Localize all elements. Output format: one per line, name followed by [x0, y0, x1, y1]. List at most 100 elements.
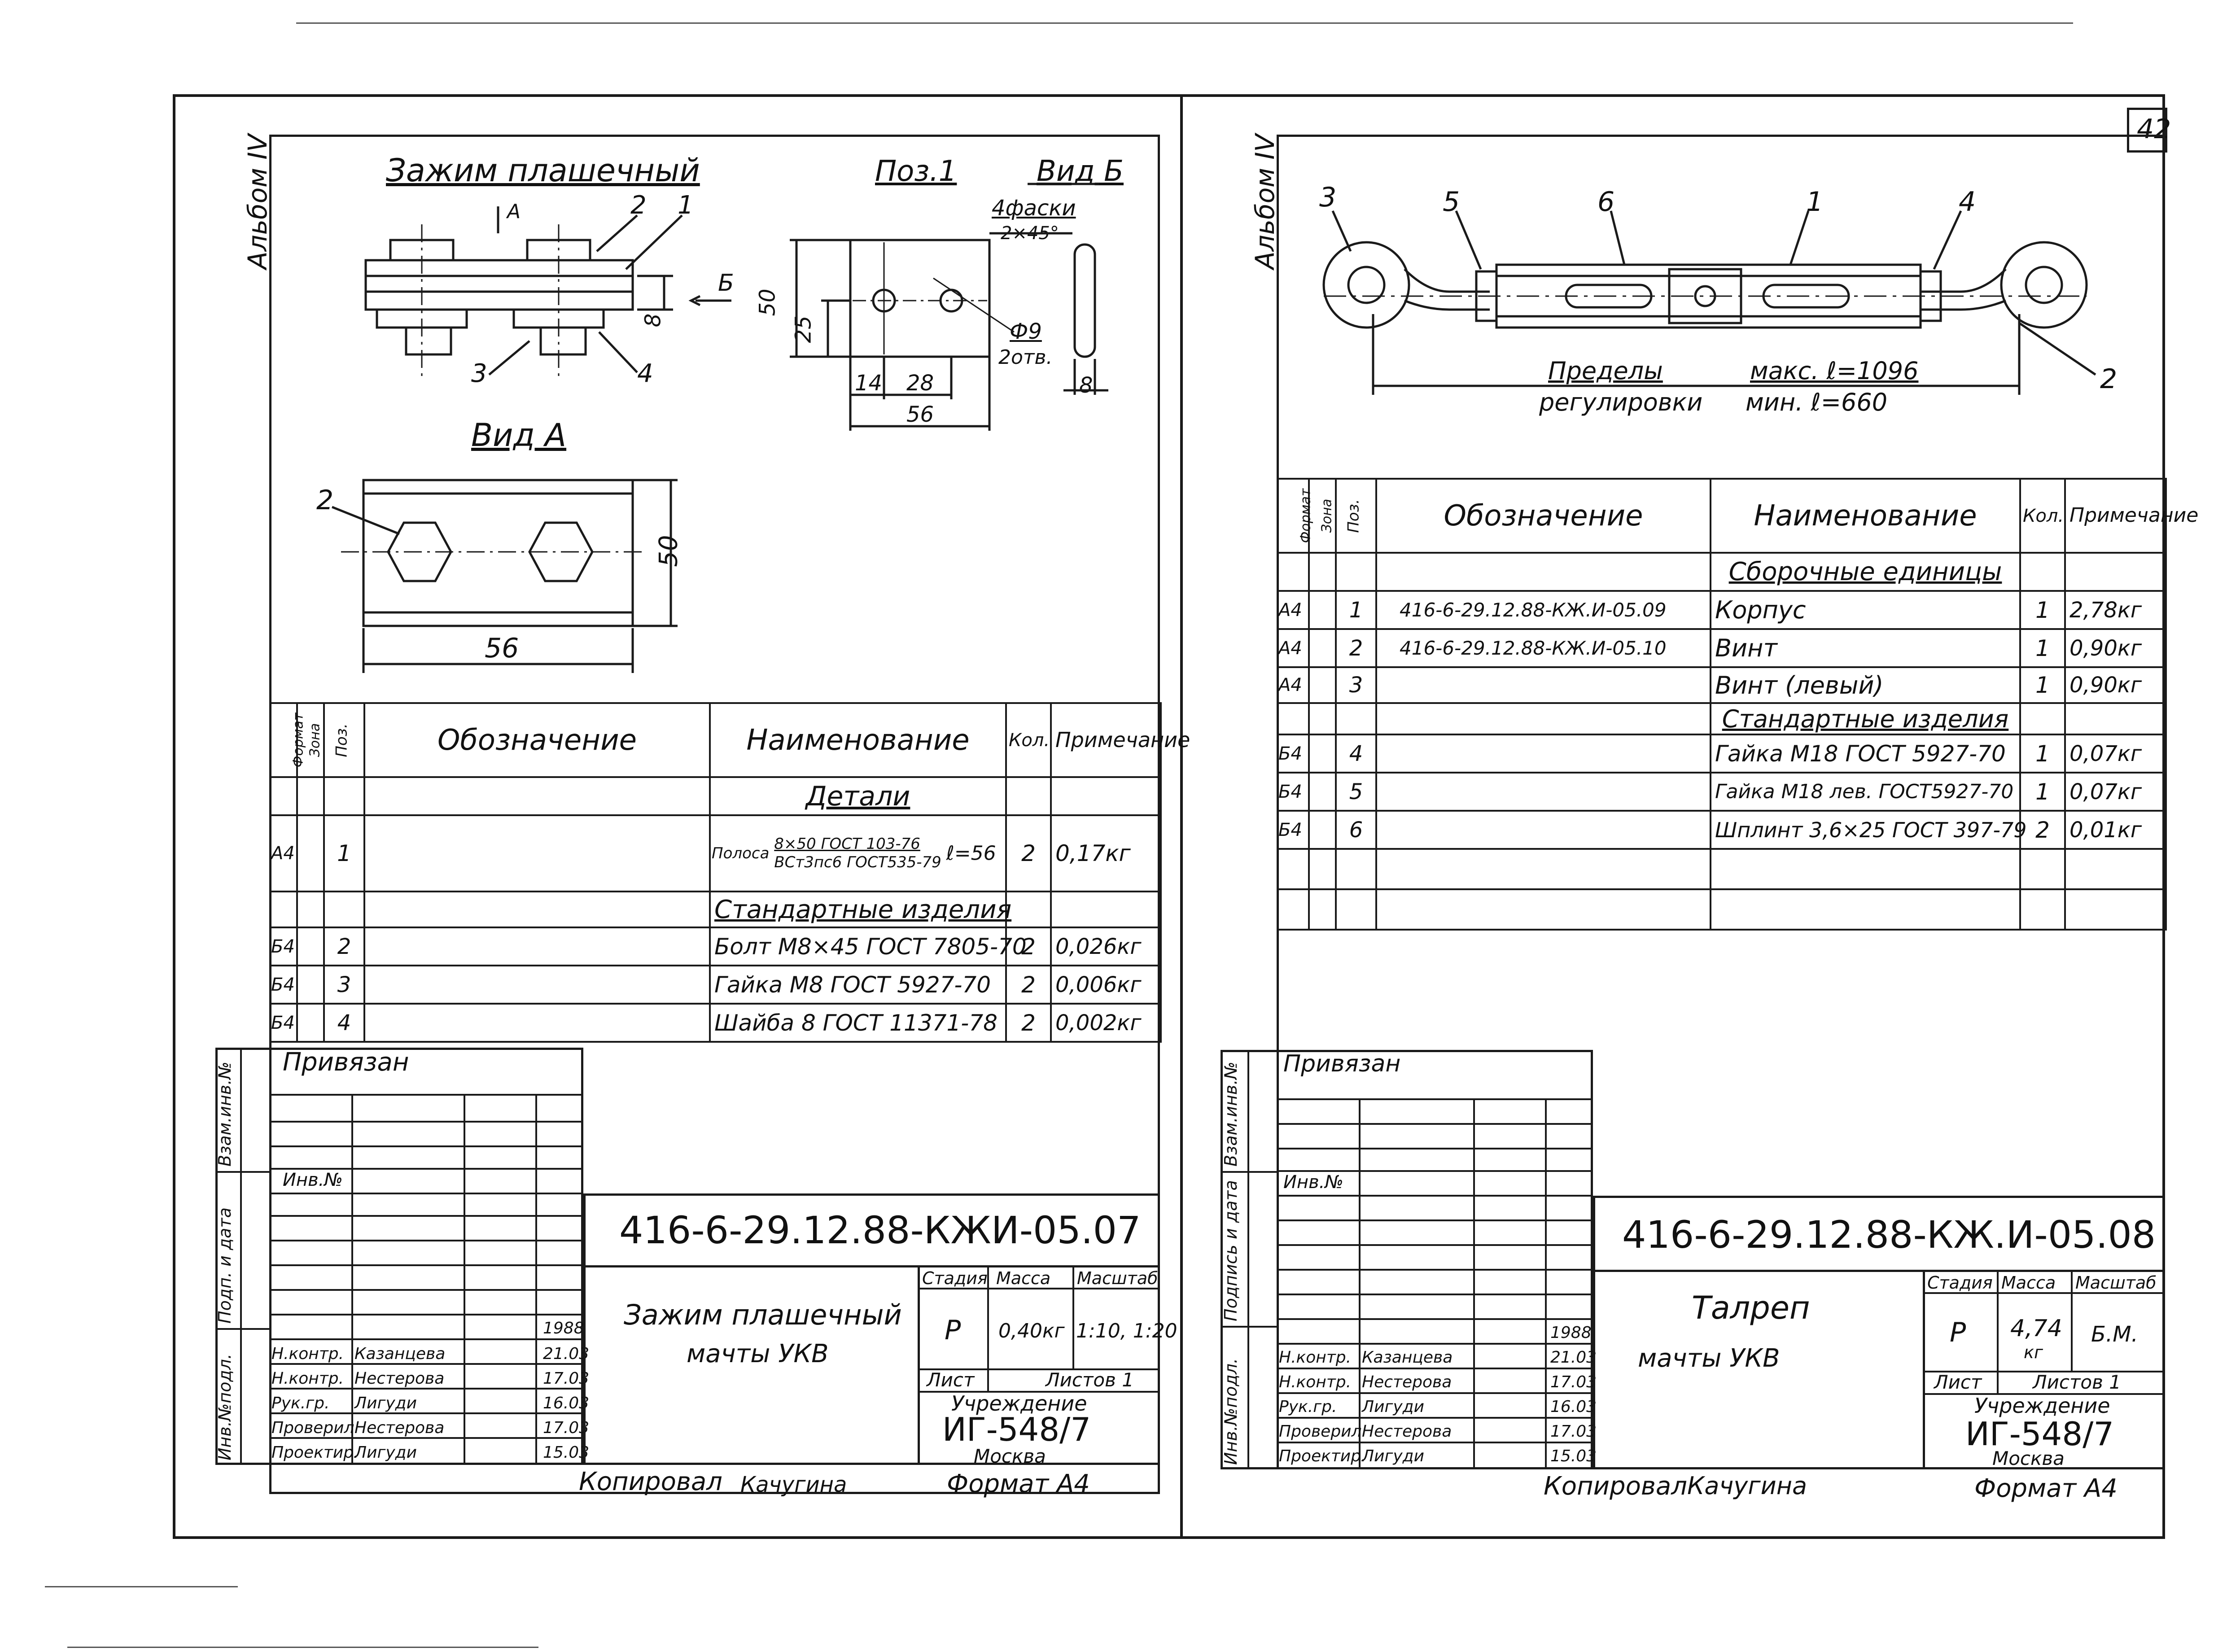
left-dim-14: 14 — [855, 371, 883, 396]
left-r2-format: Б4 — [269, 927, 298, 966]
left-format: Формат А4 — [947, 1469, 1090, 1499]
right-tb-h2 — [1923, 1292, 2165, 1294]
right-limits-1: Пределы — [1548, 357, 1663, 385]
right-limits-2: регулировки — [1539, 388, 1703, 416]
right-callout-3: 3 — [1319, 182, 1337, 213]
scan-line-bottom — [67, 1647, 538, 1648]
left-r1-format: А4 — [269, 814, 298, 892]
left-chamfer: 4фаски — [992, 196, 1076, 221]
right-copied: Копировал — [1544, 1472, 1687, 1501]
left-tb-h1 — [583, 1265, 1160, 1267]
right-h-designation: Обозначение — [1375, 478, 1711, 554]
right-callout-4: 4 — [1959, 186, 1976, 218]
left-tb-h2 — [918, 1288, 1160, 1289]
left-h-format: Формат — [269, 702, 306, 778]
left-mass-header: Масса — [996, 1268, 1051, 1288]
left-section-details: Детали — [709, 776, 1007, 816]
left-tb-h4 — [918, 1391, 1160, 1393]
left-scale-header: Масштаб — [1077, 1268, 1158, 1288]
right-signer-1-name: Казанцева — [1362, 1348, 1453, 1367]
right-signer-2-name: Нестерова — [1362, 1373, 1452, 1391]
left-r1-pos: 1 — [323, 814, 365, 892]
right-r2-designation: 416-6-29.12.88-КЖ.И-05.10 — [1375, 628, 1711, 668]
right-signer-4-date: 17.03 — [1550, 1422, 1597, 1441]
right-signer-5-name: Лигуди — [1362, 1447, 1424, 1465]
right-r2-name: Винт — [1710, 628, 2021, 668]
right-r4-qty: 1 — [2019, 734, 2066, 774]
left-dim-56: 56 — [906, 402, 934, 427]
left-sheets-header: Листов 1 — [1046, 1369, 1134, 1391]
right-side-strip-divider — [1247, 1050, 1249, 1469]
right-r5-note: 0,07кг — [2064, 772, 2167, 812]
right-h-pos: Поз. — [1335, 478, 1377, 554]
right-r1-qty: 1 — [2019, 590, 2066, 630]
left-signer-1-name: Казанцева — [354, 1345, 446, 1363]
left-r4-pos: 4 — [323, 1003, 365, 1043]
right-signer-1-date: 21.03 — [1550, 1348, 1597, 1367]
left-tb-v2 — [987, 1265, 989, 1391]
left-inv-no: Инв.№ — [283, 1170, 343, 1190]
left-dim-8b: 8 — [1079, 373, 1093, 398]
left-signer-1-role: Н.контр. — [271, 1345, 344, 1363]
right-r1-designation: 416-6-29.12.88-КЖ.И-05.09 — [1375, 590, 1711, 630]
left-hole: Ф9 — [1010, 319, 1042, 344]
right-side-sep-1 — [1221, 1171, 1279, 1173]
right-r6-pos: 6 — [1335, 810, 1377, 850]
right-r6-format: Б4 — [1277, 810, 1310, 850]
left-drawing-title: Зажим плашечный — [386, 152, 700, 189]
right-r2-format: А4 — [1277, 628, 1310, 668]
left-h-designation: Обозначение — [363, 702, 711, 778]
right-r6-designation — [1375, 810, 1711, 850]
right-year: 1988 — [1550, 1324, 1592, 1342]
right-title-block — [1593, 1196, 2165, 1469]
right-tb-h4 — [1923, 1393, 2165, 1395]
left-signer-5-date: 15.03 — [543, 1443, 590, 1462]
right-spec-table: Формат Зона Поз. Обозначение Наименовани… — [1277, 478, 2198, 931]
left-callout-1: 1 — [678, 191, 694, 220]
right-r6-name: Шплинт 3,6×25 ГОСТ 397-79 — [1710, 810, 2027, 850]
left-r3-format: Б4 — [269, 965, 298, 1005]
left-signer-3-role: Рук.гр. — [271, 1394, 330, 1412]
left-side-strip-divider — [240, 1048, 242, 1465]
right-item-title-2: мачты УКВ — [1638, 1344, 1780, 1373]
left-r1-note: 0,17кг — [1050, 814, 1162, 892]
right-r5-qty: 1 — [2019, 772, 2066, 812]
left-r4-name: Шайба 8 ГОСТ 11371-78 — [709, 1003, 1007, 1043]
left-r3-name: Гайка М8 ГОСТ 5927-70 — [709, 965, 1007, 1005]
right-r6-note: 0,01кг — [2064, 810, 2167, 850]
right-signer-4-role: Проверил — [1279, 1422, 1362, 1441]
left-signer-2-name: Нестерова — [354, 1369, 445, 1388]
right-r1-note: 2,78кг — [2064, 590, 2167, 630]
right-signer-5-role: Проектир. — [1279, 1447, 1366, 1465]
right-r4-name: Гайка М18 ГОСТ 5927-70 — [1710, 734, 2021, 774]
right-format: Формат А4 — [1974, 1474, 2118, 1503]
left-privyazan-box — [269, 1048, 583, 1465]
left-title-block — [583, 1193, 1160, 1465]
left-hole-count: 2отв. — [998, 346, 1053, 369]
left-signer-2-date: 17.03 — [543, 1369, 590, 1388]
left-r1-qty: 2 — [1005, 814, 1052, 892]
right-copier: Качугина — [1687, 1472, 1807, 1500]
left-stage: Р — [945, 1315, 961, 1346]
left-item-title-2: мачты УКВ — [687, 1339, 829, 1368]
right-r3-format: А4 — [1277, 666, 1310, 704]
right-r6-qty: 2 — [2019, 810, 2066, 850]
right-signer-3-name: Лигуди — [1362, 1398, 1424, 1416]
left-signer-2-role: Н.контр. — [271, 1369, 344, 1388]
right-r3-qty: 1 — [2019, 666, 2066, 704]
right-inv-no: Инв.№ — [1283, 1172, 1343, 1193]
right-stage: Р — [1950, 1317, 1966, 1348]
left-h-zone: Зона — [296, 702, 325, 778]
right-r2-pos: 2 — [1335, 628, 1377, 668]
left-signer-3-name: Лигуди — [354, 1394, 417, 1412]
left-r4-format: Б4 — [269, 1003, 298, 1043]
left-pos-label: Поз.1 — [875, 155, 957, 188]
left-signer-4-date: 17.03 — [543, 1419, 590, 1437]
right-tb-h3 — [1923, 1371, 2165, 1372]
left-r2-pos: 2 — [323, 927, 365, 966]
left-tb-v1 — [918, 1265, 920, 1465]
right-signer-2-date: 17.03 — [1550, 1373, 1597, 1391]
right-signer-3-role: Рук.гр. — [1279, 1398, 1337, 1416]
